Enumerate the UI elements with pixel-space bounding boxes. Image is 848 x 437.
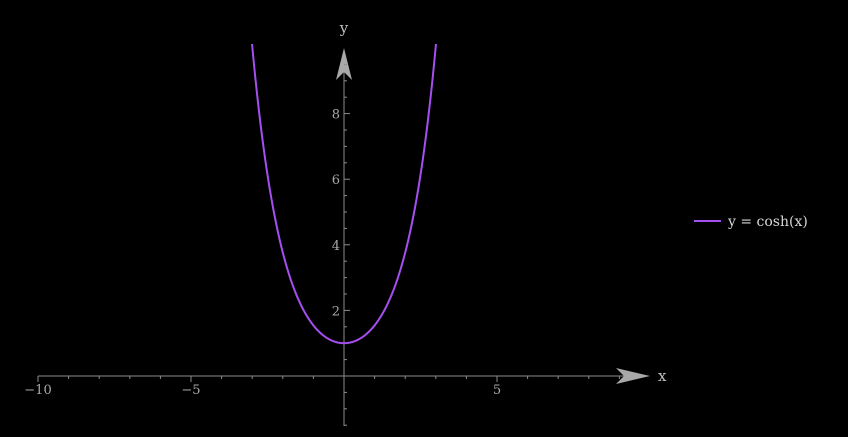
x-tick-label: −5 (181, 383, 200, 398)
y-tick-label: 4 (332, 239, 340, 254)
y-tick-label: 8 (332, 108, 340, 123)
legend: y = cosh(x) (694, 214, 808, 230)
series-group (251, 44, 437, 345)
y-axis-label: y (339, 19, 349, 37)
axes (38, 48, 650, 426)
x-axis-label: x (658, 367, 667, 385)
axis-labels: xy (339, 19, 667, 385)
y-tick-label: 6 (332, 173, 340, 188)
ticks (37, 63, 620, 426)
y-tick-label: 2 (332, 304, 340, 319)
x-tick-label: 5 (493, 383, 501, 398)
x-tick-label: −10 (24, 383, 51, 398)
tick-labels: −10 −5 5 2 4 6 8 (24, 108, 501, 398)
series-line-cosh (251, 44, 437, 345)
x-axis-arrowhead (616, 368, 650, 384)
legend-label: y = cosh(x) (727, 214, 808, 230)
